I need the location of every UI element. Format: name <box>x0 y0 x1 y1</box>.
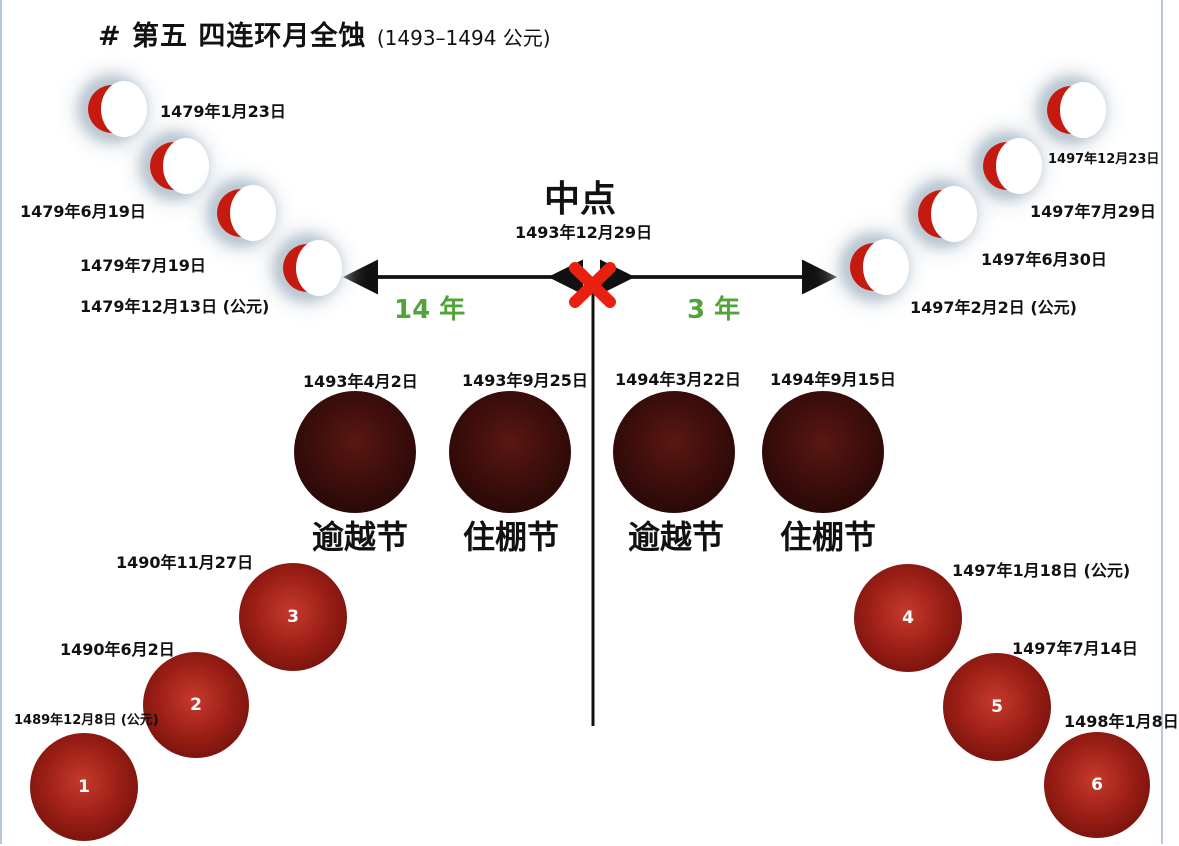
partial-left-date-1: 1479年1月23日 <box>160 102 286 121</box>
partial-eclipse-icon <box>850 239 909 295</box>
tetrad-date-3: 1494年3月22日 <box>615 370 741 389</box>
partial-left-date-2: 1479年6月19日 <box>20 202 146 221</box>
numbered-right-date-4: 1497年1月18日 (公元) <box>952 561 1131 580</box>
partial-right-date-4: 1497年2月2日 (公元) <box>910 298 1077 317</box>
title-sub: (1493–1494 公元) <box>376 26 551 50</box>
numbered-eclipse-1: 1 <box>30 733 138 841</box>
partial-eclipse-icon <box>983 138 1042 194</box>
partial-eclipse-icon <box>1047 82 1106 138</box>
partial-eclipse-icon <box>283 240 342 296</box>
numbered-right-date-5: 1497年7月14日 <box>1012 639 1138 658</box>
partial-eclipse-icon <box>217 185 276 241</box>
numbered-eclipse-6: 6 <box>1044 732 1150 838</box>
right-interval-label: 3 年 <box>687 295 741 325</box>
numbered-left-date-2: 1490年6月2日 <box>60 640 175 659</box>
total-eclipse-icon <box>613 391 735 513</box>
numbered-eclipse-5: 5 <box>943 653 1051 761</box>
partial-eclipse-icon <box>918 186 977 242</box>
title-main: # 第五 四连环月全蚀 <box>98 21 367 52</box>
tetrad-date-2: 1493年9月25日 <box>462 371 588 390</box>
total-eclipse-icon <box>449 391 571 513</box>
tetrad-date-1: 1493年4月2日 <box>303 372 418 391</box>
tetrad-date-4: 1494年9月15日 <box>770 370 896 389</box>
tetrad-festival-4: 住棚节 <box>779 518 876 556</box>
partial-eclipse-icon <box>150 138 209 194</box>
partial-left-date-4: 1479年12月13日 (公元) <box>80 297 270 316</box>
numbered-left-date-1: 1489年12月8日 (公元) <box>14 713 159 728</box>
tetrad-festival-1: 逾越节 <box>311 518 408 556</box>
left-interval-label: 14 年 <box>394 295 466 325</box>
tetrad-festival-3: 逾越节 <box>627 518 724 556</box>
total-eclipse-icon <box>762 391 884 513</box>
midpoint-label: 中点 <box>544 179 617 220</box>
partial-right-date-2: 1497年7月29日 <box>1030 202 1156 221</box>
midpoint-date: 1493年12月29日 <box>515 223 653 242</box>
tetrad-festival-2: 住棚节 <box>462 518 559 556</box>
partial-left-date-3: 1479年7月19日 <box>80 256 206 275</box>
numbered-eclipse-3: 3 <box>239 563 347 671</box>
partial-eclipse-icon <box>88 81 147 137</box>
partial-right-date-3: 1497年6月30日 <box>981 250 1107 269</box>
numbered-eclipse-2: 2 <box>143 652 249 758</box>
numbered-right-date-6: 1498年1月8日 <box>1064 712 1179 731</box>
midpoint-x-marker <box>569 262 616 308</box>
total-eclipse-icon <box>294 391 416 513</box>
partial-right-date-1: 1497年12月23日 <box>1048 152 1160 167</box>
numbered-left-date-3: 1490年11月27日 <box>116 553 254 572</box>
page-title: # 第五 四连环月全蚀 (1493–1494 公元) <box>98 14 551 53</box>
numbered-eclipse-4: 4 <box>854 564 962 672</box>
